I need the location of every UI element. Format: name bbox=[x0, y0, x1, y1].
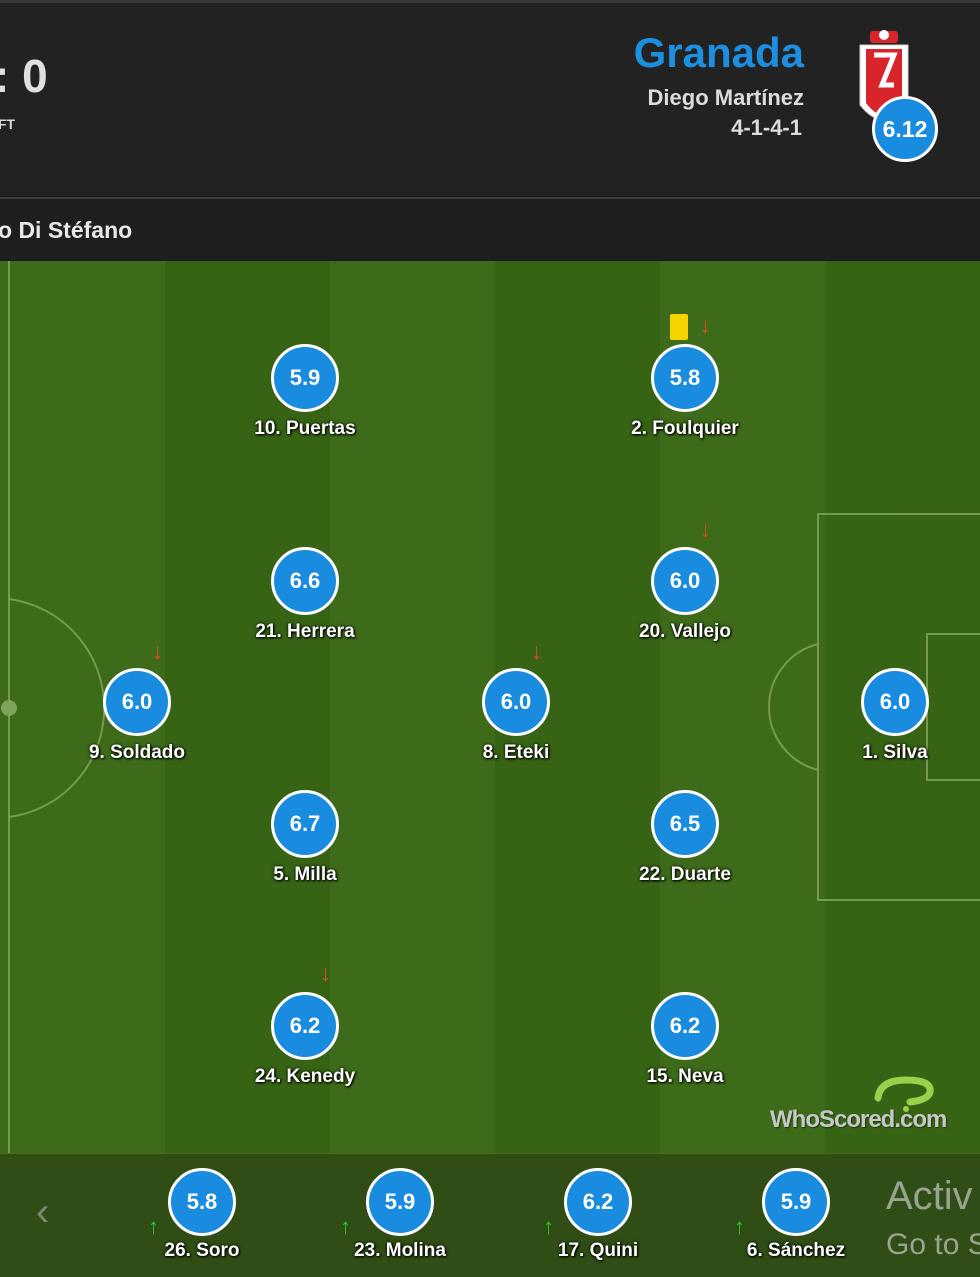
player-neva[interactable]: 6.2 15. Neva bbox=[595, 992, 775, 1088]
player-foulquier[interactable]: 5.8 2. Foulquier bbox=[595, 344, 775, 440]
player-vallejo[interactable]: 6.0 20. Vallejo bbox=[595, 547, 775, 643]
team-name[interactable]: Granada bbox=[633, 29, 804, 76]
windows-activation-hint: Go to S bbox=[886, 1228, 980, 1261]
player-name: 26. Soro bbox=[164, 1240, 240, 1261]
player-rating: 5.8 bbox=[168, 1168, 236, 1236]
player-milla[interactable]: 6.7 5. Milla bbox=[215, 790, 395, 886]
player-name: 1. Silva bbox=[862, 742, 928, 763]
player-rating: 6.2 bbox=[651, 992, 719, 1060]
venue-bar: o Di Stéfano bbox=[0, 197, 980, 260]
watermark-brand: WhoScored bbox=[770, 1106, 895, 1133]
arrow-up-icon: ↑ bbox=[734, 1214, 745, 1239]
player-puertas[interactable]: 5.9 10. Puertas bbox=[215, 344, 395, 440]
player-name: 24. Kenedy bbox=[254, 1066, 356, 1087]
player-name: 9. Soldado bbox=[88, 742, 186, 763]
manager-name: Diego Martínez bbox=[647, 85, 804, 110]
player-rating: 6.0 bbox=[861, 668, 929, 736]
player-name: 17. Quini bbox=[557, 1240, 639, 1261]
player-soldado[interactable]: 6.0 9. Soldado bbox=[47, 668, 227, 764]
venue-name: o Di Stéfano bbox=[0, 217, 133, 243]
player-rating: 6.2 bbox=[564, 1168, 632, 1236]
player-rating: 5.9 bbox=[271, 344, 339, 412]
player-rating: 6.2 bbox=[271, 992, 339, 1060]
player-rating: 6.5 bbox=[651, 790, 719, 858]
player-rating: 6.6 bbox=[271, 547, 339, 615]
arrow-down-icon: ↓ bbox=[320, 961, 331, 986]
whoscored-logo-icon bbox=[874, 1076, 934, 1112]
player-name: 5. Milla bbox=[273, 864, 337, 885]
player-rating: 6.0 bbox=[103, 668, 171, 736]
pitch: 5.9 10. Puertas ↓ 5.8 2. Foulquier 6.6 2… bbox=[0, 261, 980, 1153]
player-name: 21. Herrera bbox=[255, 621, 355, 642]
player-rating: 6.0 bbox=[482, 668, 550, 736]
sub-player-sanchez[interactable]: 5.9 6. Sánchez bbox=[706, 1168, 886, 1262]
windows-activation-title: Activ bbox=[886, 1174, 973, 1218]
score: : 0 bbox=[0, 50, 48, 102]
player-silva[interactable]: 6.0 1. Silva bbox=[805, 668, 980, 764]
player-duarte[interactable]: 6.5 22. Duarte bbox=[595, 790, 775, 886]
player-name: 2. Foulquier bbox=[631, 418, 739, 439]
player-rating: 6.0 bbox=[651, 547, 719, 615]
player-rating: 5.9 bbox=[366, 1168, 434, 1236]
player-herrera[interactable]: 6.6 21. Herrera bbox=[215, 547, 395, 643]
arrow-up-icon: ↑ bbox=[543, 1214, 554, 1239]
team-rating-badge: 6.12 bbox=[872, 96, 938, 162]
player-eteki[interactable]: 6.0 8. Eteki bbox=[426, 668, 606, 764]
player-name: 22. Duarte bbox=[639, 864, 731, 885]
player-name: 15. Neva bbox=[646, 1066, 724, 1087]
watermark-suffix: .com bbox=[894, 1106, 947, 1133]
sub-player-quini[interactable]: 6.2 17. Quini bbox=[508, 1168, 688, 1262]
arrow-down-icon: ↓ bbox=[531, 639, 542, 664]
player-name: 20. Vallejo bbox=[639, 621, 731, 642]
sub-player-molina[interactable]: 5.9 23. Molina bbox=[310, 1168, 490, 1262]
substitutes-bar: ‹ ↑ 5.8 26. Soro ↑ 5.9 23. Molina ↑ 6.2 … bbox=[0, 1153, 980, 1277]
chevron-left-icon[interactable]: ‹ bbox=[36, 1190, 50, 1234]
player-name: 6. Sánchez bbox=[746, 1240, 846, 1261]
arrow-down-icon: ↓ bbox=[152, 639, 163, 664]
arrow-down-icon: ↓ bbox=[700, 313, 711, 338]
player-name: 8. Eteki bbox=[482, 742, 550, 763]
arrow-down-icon: ↓ bbox=[700, 517, 711, 542]
player-rating: 5.8 bbox=[651, 344, 719, 412]
yellow-card-icon bbox=[670, 314, 688, 340]
formation: 4-1-4-1 bbox=[731, 115, 802, 140]
match-status: FT bbox=[0, 116, 16, 132]
arrow-up-icon: ↑ bbox=[148, 1214, 159, 1239]
player-name: 10. Puertas bbox=[254, 418, 356, 439]
sub-player-soro[interactable]: 5.8 26. Soro bbox=[112, 1168, 292, 1262]
player-kenedy[interactable]: 6.2 24. Kenedy bbox=[215, 992, 395, 1088]
player-rating: 6.7 bbox=[271, 790, 339, 858]
whoscored-watermark: WhoScored.com bbox=[770, 1076, 947, 1134]
player-rating: 5.9 bbox=[762, 1168, 830, 1236]
match-header: : 0 FT Granada Diego Martínez 4-1-4-1 6.… bbox=[0, 0, 980, 196]
arrow-up-icon: ↑ bbox=[340, 1214, 351, 1239]
player-name: 23. Molina bbox=[354, 1240, 446, 1261]
